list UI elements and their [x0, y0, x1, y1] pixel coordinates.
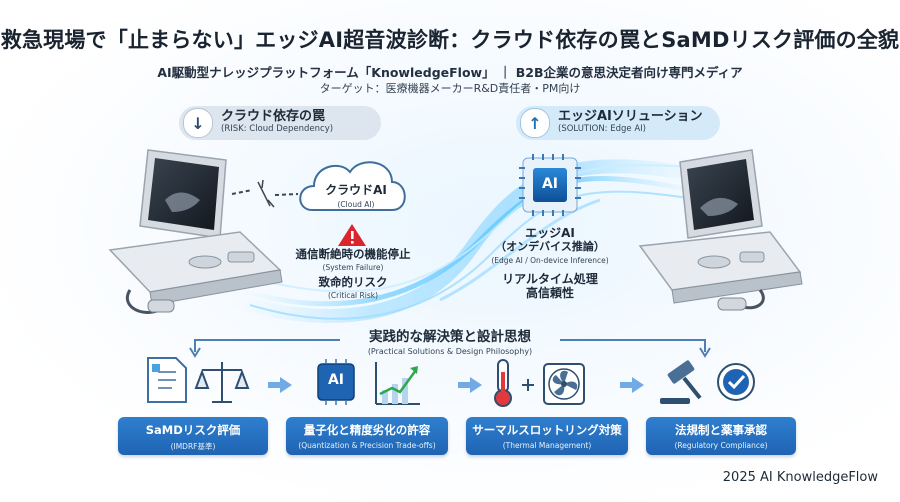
- solution-panel-subtitle: (SOLUTION: Edge AI): [558, 124, 646, 134]
- edge-line-2: （オンデバイス推論）: [495, 240, 605, 253]
- step-samd-risk: SaMDリスク評価 (IMDRF基準): [118, 417, 268, 455]
- target-audience: ターゲット：医療機器メーカーR&D責任者・PM向け: [319, 82, 581, 95]
- step-label: SaMDリスク評価: [145, 423, 241, 437]
- page-subtitle: AI駆動型ナレッジプラットフォーム「KnowledgeFlow」 ｜ B2B企業…: [157, 65, 743, 80]
- step-regulatory: 法規制と薬事承認 (Regulatory Compliance): [646, 417, 796, 455]
- left-ultrasound-device: [108, 149, 283, 314]
- risk-panel-subtitle: (RISK: Cloud Dependency): [221, 124, 334, 134]
- broken-connection-icon: [231, 179, 299, 208]
- edge-ai-chip-icon: [519, 154, 581, 216]
- step-thermal: サーマルスロットリング対策 (Thermal Management): [466, 417, 628, 455]
- practical-bracket-arrow: [189, 339, 711, 358]
- step-label: 量子化と精度劣化の許容: [303, 423, 431, 437]
- step-sublabel: (IMDRF基準): [170, 442, 216, 451]
- practical-subtitle: (Practical Solutions & Design Philosophy…: [367, 347, 533, 356]
- document-icon: [147, 357, 187, 403]
- edge-line-2-en: (Edge AI / On-device Inference): [491, 256, 609, 265]
- flow-arrow-icon: [268, 377, 644, 393]
- step-quantization: 量子化と精度劣化の許容 (Quantization & Precision Tr…: [286, 417, 448, 455]
- cloud-title: クラウドAI: [325, 183, 387, 197]
- step-label: サーマルスロットリング対策: [472, 423, 622, 437]
- risk-line-2-en: (Critical Risk): [327, 291, 378, 300]
- solution-panel-header: ↑ エッジAIソリューション (SOLUTION: Edge AI): [516, 106, 720, 140]
- risk-panel-header: ↓ クラウド依存の罠 (RISK: Cloud Dependency): [179, 106, 381, 140]
- trend-chart-icon: [375, 362, 420, 405]
- right-ultrasound-device: [638, 149, 803, 311]
- warning-icon: [338, 224, 366, 246]
- step-label: 法規制と薬事承認: [675, 423, 767, 437]
- solution-panel-title: エッジAIソリューション: [558, 109, 703, 124]
- gavel-icon: [660, 360, 702, 404]
- thermometer-icon: [494, 359, 512, 407]
- risk-description: 通信断絶時の機能停止 (System Failure) 致命的リスク (Crit…: [292, 248, 414, 302]
- edge-line-1: エッジAI: [525, 226, 575, 240]
- cloud-label: クラウドAI (Cloud AI): [318, 181, 394, 209]
- edge-line-4: 高信頼性: [525, 286, 574, 300]
- step-sublabel: (Thermal Management): [502, 441, 592, 450]
- down-arrow-icon: ↓: [183, 108, 213, 138]
- edge-ai-description: エッジAI （オンデバイス推論） (Edge AI / On-device In…: [480, 226, 620, 300]
- practical-heading: 実践的な解決策と設計思想 (Practical Solutions & Desi…: [0, 325, 900, 356]
- data-flow-wave: [223, 159, 711, 323]
- cloud-subtitle: (Cloud AI): [337, 200, 375, 209]
- risk-line-1: 通信断絶時の機能停止: [295, 247, 411, 261]
- practical-title: 実践的な解決策と設計思想: [369, 329, 531, 345]
- risk-panel-title: クラウド依存の罠: [221, 109, 326, 124]
- ai-chip-small-icon: [317, 359, 355, 405]
- plus-icon: [522, 379, 534, 391]
- balance-scale-icon: [194, 362, 250, 403]
- up-arrow-icon: ↑: [520, 108, 550, 138]
- footer-credit: 2025 AI KnowledgeFlow: [722, 470, 878, 485]
- cloud-icon: [299, 161, 406, 211]
- risk-line-2: 致命的リスク: [318, 275, 388, 289]
- step-sublabel: (Regulatory Compliance): [674, 441, 768, 450]
- edge-line-3: リアルタイム処理: [502, 272, 598, 286]
- approval-check-icon: [717, 363, 755, 401]
- risk-line-1-en: (System Failure): [322, 263, 384, 272]
- small-chip-label: AI: [327, 372, 345, 388]
- cooling-fan-icon: [543, 363, 585, 405]
- chip-label: AI: [541, 176, 559, 192]
- page-title: 救急現場で「止まらない」エッジAI超音波診断：クラウド依存の罠とSaMDリスク評…: [0, 28, 900, 52]
- step-sublabel: (Quantization & Precision Trade-offs): [298, 441, 436, 450]
